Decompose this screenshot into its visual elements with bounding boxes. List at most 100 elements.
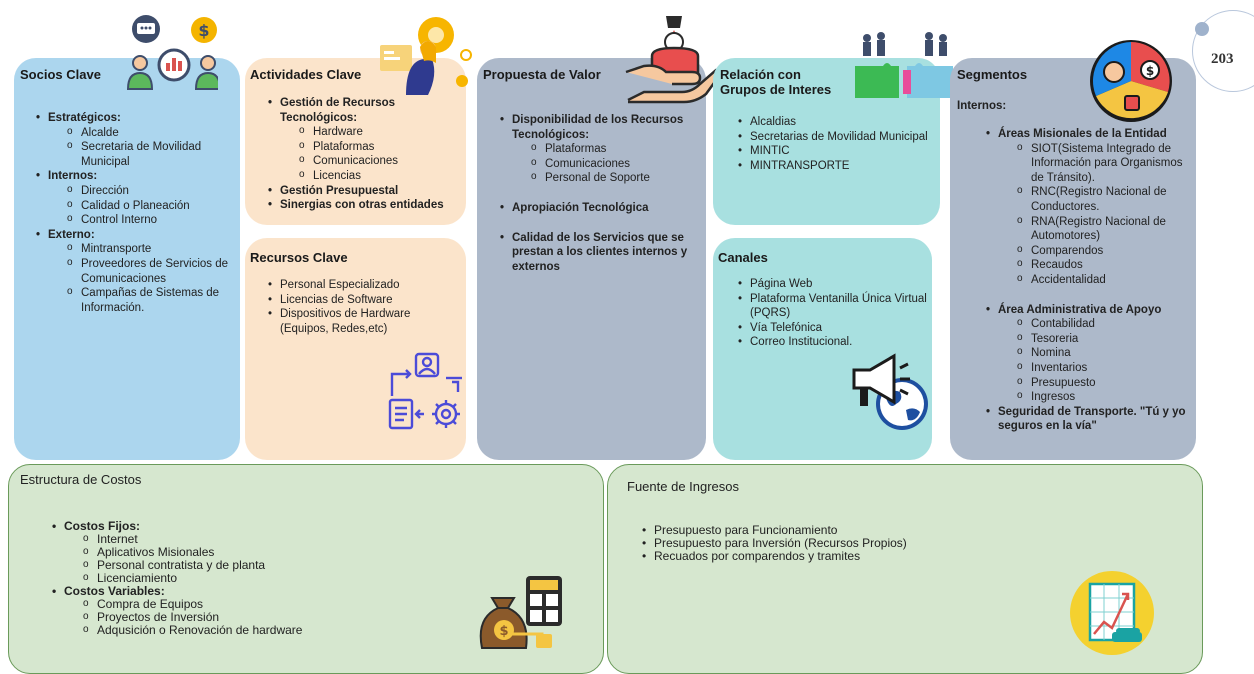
- list-item: Secretarias de Movilidad Municipal: [736, 130, 936, 145]
- list-item: Licencias de Software: [266, 293, 462, 308]
- megaphone-globe-icon: [848, 352, 932, 441]
- socios-clave-title: Socios Clave: [20, 67, 101, 82]
- sub-list: PlataformasComunicacionesPersonal de Sop…: [512, 141, 702, 186]
- fuente-ingresos-title: Fuente de Ingresos: [627, 479, 740, 494]
- list-group: Calidad de los Servicios que se prestan …: [498, 231, 702, 275]
- canales-items: Página WebPlataforma Ventanilla Única Vi…: [736, 277, 932, 350]
- group-label: Seguridad de Transporte. "Tú y yo seguro…: [998, 405, 1186, 433]
- sub-item: Comparendos: [998, 243, 1196, 259]
- sub-item: Accidentalidad: [998, 272, 1196, 288]
- sub-item: Hardware: [280, 124, 466, 140]
- svg-text:$: $: [1146, 64, 1154, 78]
- sub-list: ContabilidadTesoreriaNominaInventariosPr…: [998, 316, 1196, 405]
- sub-item: Licenciamiento: [64, 571, 470, 585]
- sub-item: Inventarios: [998, 360, 1196, 376]
- list-group: Apropiación Tecnológica: [498, 201, 702, 216]
- sub-item: Calidad o Planeación: [48, 198, 234, 214]
- list-item: Presupuesto para Inversión (Recursos Pro…: [640, 537, 1060, 551]
- segmentos-subtitle: Internos:: [957, 100, 1007, 112]
- group-label: Apropiación Tecnológica: [512, 201, 649, 214]
- sub-item: Campañas de Sistemas de Información.: [48, 285, 234, 315]
- recursos-clave-box: [245, 238, 466, 460]
- stakeholders-icon: [853, 26, 957, 111]
- list-group: Sinergias con otras entidades: [266, 198, 466, 213]
- sub-list: SIOT(Sistema Integrado de Información pa…: [998, 141, 1196, 288]
- sub-list: Compra de EquiposProyectos de InversiónA…: [64, 597, 470, 637]
- list-item: Correo Institucional.: [736, 335, 932, 350]
- page-number: 203: [1211, 51, 1234, 67]
- activities-icon: [378, 15, 478, 100]
- sub-item: Ingresos: [998, 389, 1196, 405]
- ingresos-items: Presupuesto para FuncionamientoPresupues…: [640, 524, 1060, 564]
- costos-groups: Costos Fijos:InternetAplicativos Misiona…: [50, 520, 470, 637]
- list-group: Áreas Misionales de la EntidadSIOT(Siste…: [984, 127, 1196, 288]
- estructura-costos-list: Costos Fijos:InternetAplicativos Misiona…: [50, 520, 470, 637]
- propuesta-groups: Disponibilidad de los Recursos Tecnológi…: [498, 113, 702, 274]
- group-label: Disponibilidad de los Recursos Tecnológi…: [512, 114, 684, 141]
- list-group: Área Administrativa de ApoyoContabilidad…: [984, 303, 1196, 405]
- group-label: Gestión Presupuestal: [280, 184, 399, 197]
- group-label: Costos Variables:: [64, 584, 165, 598]
- list-group: Externo:MintransporteProveedores de Serv…: [34, 228, 234, 316]
- list-item: Página Web: [736, 277, 932, 292]
- list-group: Gestión de Recursos Tecnológicos:Hardwar…: [266, 96, 466, 184]
- sub-item: Nomina: [998, 345, 1196, 361]
- value-proposition-icon: [622, 12, 724, 109]
- sub-item: Dirección: [48, 183, 234, 199]
- sub-item: RNA(Registro Nacional de Automotores): [998, 214, 1196, 244]
- canales-list: Página WebPlataforma Ventanilla Única Vi…: [736, 277, 932, 350]
- sub-item: Proveedores de Servicios de Comunicacion…: [48, 256, 234, 286]
- recursos-clave-title: Recursos Clave: [250, 250, 348, 265]
- propuesta-valor-list: Disponibilidad de los Recursos Tecnológi…: [498, 113, 702, 274]
- sub-item: Comunicaciones: [280, 153, 466, 169]
- sub-item: Comunicaciones: [512, 156, 702, 172]
- sub-item: Secretaria de Movilidad Municipal: [48, 139, 234, 169]
- list-item: Presupuesto para Funcionamiento: [640, 524, 1060, 538]
- sub-list: HardwarePlataformasComunicacionesLicenci…: [280, 124, 466, 183]
- resources-icon: [386, 352, 468, 437]
- fuente-ingresos-list: Presupuesto para FuncionamientoPresupues…: [640, 524, 1060, 564]
- revenue-chart-icon: [1066, 570, 1158, 661]
- list-group: Estratégicos:AlcaldeSecretaria de Movili…: [34, 111, 234, 169]
- sub-item: Contabilidad: [998, 316, 1196, 332]
- propuesta-valor-title: Propuesta de Valor: [483, 67, 601, 82]
- group-label: Costos Fijos:: [64, 519, 141, 533]
- list-group: Costos Fijos:InternetAplicativos Misiona…: [50, 520, 470, 585]
- sub-item: Alcalde: [48, 125, 234, 141]
- svg-text:$: $: [499, 624, 508, 639]
- group-label: Internos:: [48, 170, 98, 183]
- sub-item: SIOT(Sistema Integrado de Información pa…: [998, 141, 1196, 186]
- list-group: Costos Variables:Compra de EquiposProyec…: [50, 585, 470, 637]
- relacion-items: AlcaldiasSecretarias de Movilidad Munici…: [736, 115, 936, 173]
- sub-item: Personal de Soporte: [512, 170, 702, 186]
- canales-title: Canales: [718, 250, 768, 265]
- list-group: Seguridad de Transporte. "Tú y yo seguro…: [984, 405, 1196, 434]
- segmentos-list: Áreas Misionales de la EntidadSIOT(Siste…: [984, 127, 1196, 434]
- list-item: MINTRANSPORTE: [736, 159, 936, 174]
- group-label: Sinergias con otras entidades: [280, 199, 444, 212]
- partners-icon: $: [122, 13, 222, 96]
- list-group: Disponibilidad de los Recursos Tecnológi…: [498, 113, 702, 186]
- sub-item: RNC(Registro Nacional de Conductores.: [998, 184, 1196, 214]
- group-label: Gestión de Recursos Tecnológicos:: [280, 97, 396, 124]
- svg-text:$: $: [198, 21, 209, 40]
- actividades-clave-list: Gestión de Recursos Tecnológicos:Hardwar…: [266, 96, 466, 213]
- sub-item: Internet: [64, 532, 470, 546]
- list-item: MINTIC: [736, 144, 936, 159]
- sub-list: AlcaldeSecretaria de Movilidad Municipal: [48, 125, 234, 170]
- segmentos-title: Segmentos: [957, 67, 1028, 82]
- list-item: Recuados por comparendos y tramites: [640, 550, 1060, 564]
- group-label: Estratégicos:: [48, 112, 121, 124]
- list-group: Gestión Presupuestal: [266, 184, 466, 199]
- list-item: Alcaldias: [736, 115, 936, 130]
- list-group: Internos:DirecciónCalidad o PlaneaciónCo…: [34, 169, 234, 227]
- sub-list: MintransporteProveedores de Servicios de…: [48, 241, 234, 315]
- socios-groups: Estratégicos:AlcaldeSecretaria de Movili…: [34, 111, 234, 315]
- relacion-grupos-title: Relación con Grupos de Interes: [720, 67, 832, 97]
- list-item: Plataforma Ventanilla Única Virtual (PQR…: [736, 292, 932, 321]
- sub-item: Recaudos: [998, 257, 1196, 273]
- sub-item: Adqusición o Renovación de hardware: [64, 623, 470, 637]
- sub-item: Proyectos de Inversión: [64, 610, 470, 624]
- page-number-dot: [1195, 22, 1209, 36]
- list-item: Personal Especializado: [266, 278, 462, 293]
